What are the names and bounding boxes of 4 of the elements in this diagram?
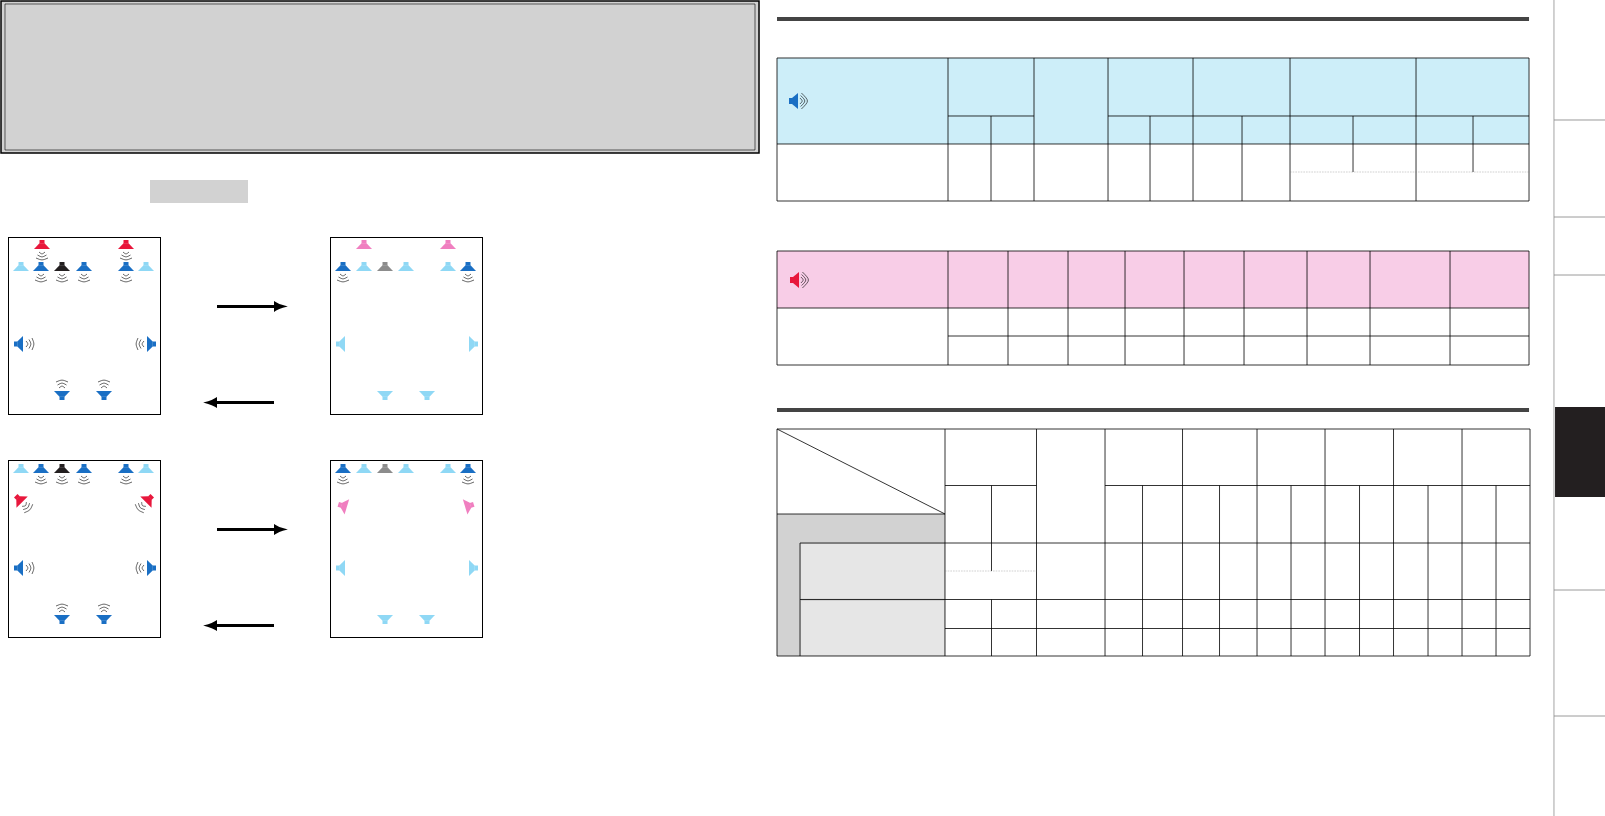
room-layout-box (330, 237, 483, 415)
room-layout-box (8, 237, 161, 415)
room-layout-box (8, 460, 161, 638)
room-layout-box (330, 460, 483, 638)
